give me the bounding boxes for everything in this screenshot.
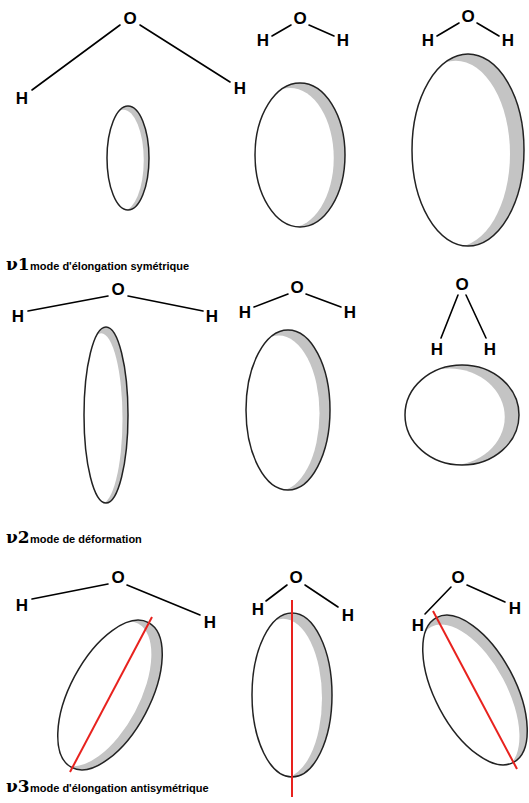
atom-symbol: H (431, 341, 443, 358)
atom-symbol: H (257, 32, 269, 49)
mode-caption: mode d'élongation antisymétrique (30, 783, 209, 794)
atom-symbol: O (123, 10, 136, 27)
atom-symbol: O (461, 8, 474, 25)
atom-symbol: H (342, 607, 354, 624)
atom-symbol: O (111, 569, 124, 586)
atom-symbol: H (16, 90, 28, 107)
atom-symbol: O (289, 569, 302, 586)
atom-symbol: H (252, 601, 264, 618)
atom-symbol: H (412, 617, 424, 634)
atom-symbol: H (239, 304, 251, 321)
ellipsoid-axes (70, 600, 517, 797)
atom-symbol: H (509, 600, 521, 617)
atom-symbol: H (337, 32, 349, 49)
atom-symbol: H (206, 308, 218, 325)
atom-symbol: H (422, 32, 434, 49)
mode-caption: mode d'élongation symétrique (30, 261, 189, 272)
mode-symbol: ν2 (6, 529, 30, 546)
mode-symbol: ν3 (6, 778, 30, 795)
atom-symbol: O (293, 10, 306, 27)
atom-symbol: H (204, 614, 216, 631)
atom-symbol: H (344, 304, 356, 321)
atom-symbol: O (111, 281, 124, 298)
atom-symbol: H (484, 341, 496, 358)
atom-symbol: O (455, 276, 468, 293)
polarizability-ellipsoids (29, 54, 529, 787)
atom-symbol: H (16, 597, 28, 614)
atom-symbol: H (12, 308, 24, 325)
atom-symbol: O (290, 279, 303, 296)
atom-symbol: H (502, 32, 514, 49)
atom-symbol: O (451, 569, 464, 586)
mode-symbol: ν1 (6, 256, 30, 273)
atom-symbol: H (234, 80, 246, 97)
mode-caption: mode de déformation (30, 534, 142, 545)
